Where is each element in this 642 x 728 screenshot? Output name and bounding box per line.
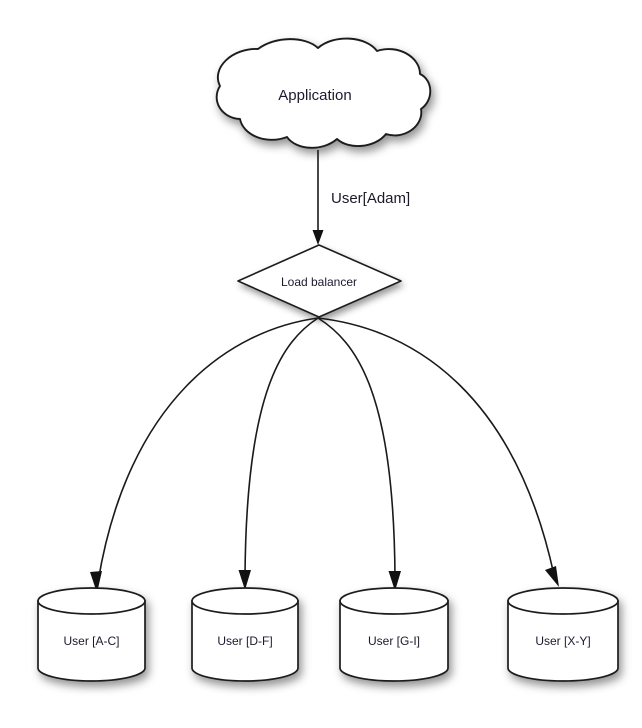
cloud-shape (215, 37, 432, 149)
arrowhead-shard-1 (90, 571, 102, 593)
arrowhead-shard-3 (388, 571, 401, 591)
cylinder-label-shard-d-f: User [D-F] (217, 634, 272, 648)
cylinder-label-shard-x-y: User [X-Y] (535, 634, 590, 648)
cylinder-body-shard-a-c (37, 600, 146, 682)
application-cloud[interactable]: Application (215, 37, 432, 149)
load-balancer-to-shard-3-edge[interactable] (317, 317, 401, 591)
diamond-shape (237, 244, 402, 318)
diamond-label: Load balancer (281, 275, 357, 289)
cylinder-body-shard-x-y (507, 600, 619, 682)
load-balancer-to-shard-2-edge[interactable] (238, 317, 319, 590)
load-balancer-to-shard-1-edge[interactable] (90, 317, 319, 593)
cloud-label: Application (278, 87, 351, 104)
arrowhead-shard-4 (545, 566, 559, 587)
edge-curve-shard-3 (317, 317, 396, 579)
cylinder-top-shard-g-i (339, 587, 449, 615)
cylinder-label-shard-a-c: User [A-C] (63, 634, 119, 648)
shard-d-f[interactable]: User [D-F] (191, 587, 299, 682)
edge-curve-shard-1 (97, 317, 319, 583)
load-balancer-to-shard-4-edge[interactable] (317, 317, 559, 587)
edge-curve-shard-2 (244, 317, 319, 579)
cylinder-body-shard-d-f (191, 600, 299, 682)
shard-x-y[interactable]: User [X-Y] (507, 587, 619, 682)
shard-g-i[interactable]: User [G-I] (339, 587, 449, 682)
cylinder-top-shard-a-c (37, 587, 146, 615)
arrowhead-shard-2 (238, 570, 251, 590)
cylinder-body-shard-g-i (339, 600, 449, 682)
edge-label-user-adam: User[Adam] (331, 190, 410, 207)
application-to-load-balancer-edge[interactable]: User[Adam] (312, 150, 411, 245)
cylinder-top-shard-x-y (507, 587, 619, 615)
cylinder-top-shard-d-f (191, 587, 299, 615)
shard-a-c[interactable]: User [A-C] (37, 587, 146, 682)
edge-curve-shard-4 (317, 317, 555, 576)
arrowhead-app-to-lb (312, 230, 324, 245)
cylinder-label-shard-g-i: User [G-I] (368, 634, 420, 648)
load-balancer-node[interactable]: Load balancer (237, 244, 402, 318)
